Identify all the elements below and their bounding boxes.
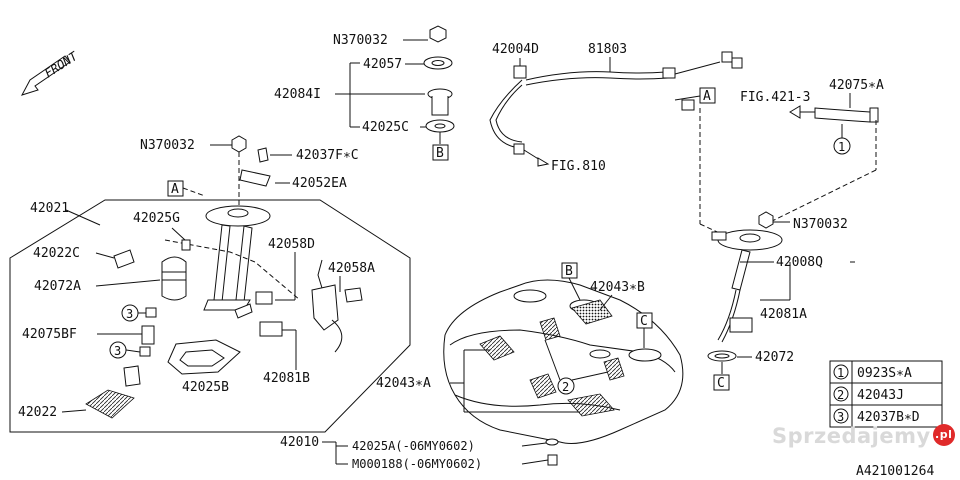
watermark: Sprzedajemy.pl [772, 424, 955, 448]
fuel-filter-screen [85, 389, 135, 419]
ref-a-right: A [703, 89, 711, 104]
circ-1: 1 [838, 140, 845, 154]
level-sensor-bracket [311, 259, 343, 353]
nut-right-icon [758, 211, 774, 229]
connector-block [259, 321, 283, 337]
vent-hose-81803 [489, 71, 669, 149]
fuel-tank [443, 279, 684, 466]
watermark-badge: .pl [932, 424, 955, 446]
legend-row: 1 0923S∗A [833, 364, 912, 381]
label-81803: 81803 [588, 42, 627, 57]
legend-num-3: 3 [837, 410, 844, 424]
label-42022c: 42022C [33, 246, 80, 261]
legend-part-3: 42037B∗D [857, 410, 920, 425]
fuel-cap-assembly [423, 25, 455, 133]
sub-pump-module [711, 229, 783, 343]
label-42081a: 42081A [760, 307, 807, 322]
label-42052ea: 42052EA [292, 176, 347, 191]
legend-part-1: 0923S∗A [857, 366, 912, 381]
figure-id: A421001264 [856, 464, 934, 479]
fuel-pump-module [164, 205, 301, 311]
label-42008q: 42008Q [776, 255, 823, 270]
ref-c-tank: C [640, 314, 648, 329]
watermark-text: Sprzedajemy [772, 424, 931, 448]
hose-42075 [814, 107, 871, 123]
fuel-hose-short [141, 325, 155, 345]
legend-part-2: 42043J [857, 388, 904, 403]
label-42025g: 42025G [133, 211, 180, 226]
label-n370032-right: N370032 [793, 217, 848, 232]
o-ring-42072 [707, 350, 737, 362]
arrow-fig4213-icon [789, 105, 801, 119]
front-arrow-icon: FRONT [20, 49, 81, 96]
label-42072: 42072 [755, 350, 794, 365]
circ-3b: 3 [114, 344, 121, 358]
label-fig810: FIG.810 [551, 159, 606, 174]
label-n370032-left: N370032 [140, 138, 195, 153]
label-42037fc: 42037F∗C [296, 148, 359, 163]
legend-num-1: 1 [837, 366, 844, 380]
label-42058d: 42058D [268, 237, 315, 252]
label-42075bf: 42075BF [22, 327, 77, 342]
ref-a-left: A [171, 182, 179, 197]
ref-box-c-right [713, 374, 730, 391]
label-42004d: 42004D [492, 42, 539, 57]
legend-row: 2 42043J [833, 386, 904, 403]
label-42058a: 42058A [328, 261, 375, 276]
label-42084i: 42084I [274, 87, 321, 102]
arrow-fig810-icon [537, 157, 550, 167]
legend-num-2: 2 [837, 388, 844, 402]
ref-box-b-top [432, 144, 449, 161]
label-42057: 42057 [363, 57, 402, 72]
label-42021: 42021 [30, 201, 69, 216]
circ-3a: 3 [126, 307, 133, 321]
circ-2: 2 [562, 380, 569, 394]
ref-box-a-right [699, 87, 716, 104]
label-42072a: 42072A [34, 279, 81, 294]
legend-table: 1 0923S∗A 2 42043J 3 42037B∗D [829, 360, 943, 428]
label-42025b: 42025B [182, 380, 229, 395]
label-n370032-top: N370032 [333, 33, 388, 48]
label-42043a: 42043∗A [376, 376, 431, 391]
fuel-pump-body [161, 256, 187, 301]
label-42025a: 42025A(-06MY0602) [352, 439, 475, 453]
label-42043b: 42043∗B [590, 280, 645, 295]
legend-row: 3 42037B∗D [833, 408, 920, 425]
gasket-42025b [167, 339, 241, 375]
ref-b-top: B [436, 146, 444, 161]
label-42010: 42010 [280, 435, 319, 450]
label-fig4213: FIG.421-3 [740, 90, 810, 105]
label-m000188: M000188(-06MY0602) [352, 457, 482, 471]
callout-2 [557, 377, 575, 395]
ref-b-tank: B [565, 264, 573, 279]
nut-icon [231, 135, 247, 153]
label-42025c: 42025C [362, 120, 409, 135]
front-label: FRONT [42, 49, 81, 81]
label-42075a: 42075∗A [829, 78, 884, 93]
fuel-strainer-tube [123, 365, 141, 387]
label-42022: 42022 [18, 405, 57, 420]
label-42081b: 42081B [263, 371, 310, 386]
assembly-outline-42021 [9, 199, 411, 433]
ref-c-right: C [717, 376, 725, 391]
